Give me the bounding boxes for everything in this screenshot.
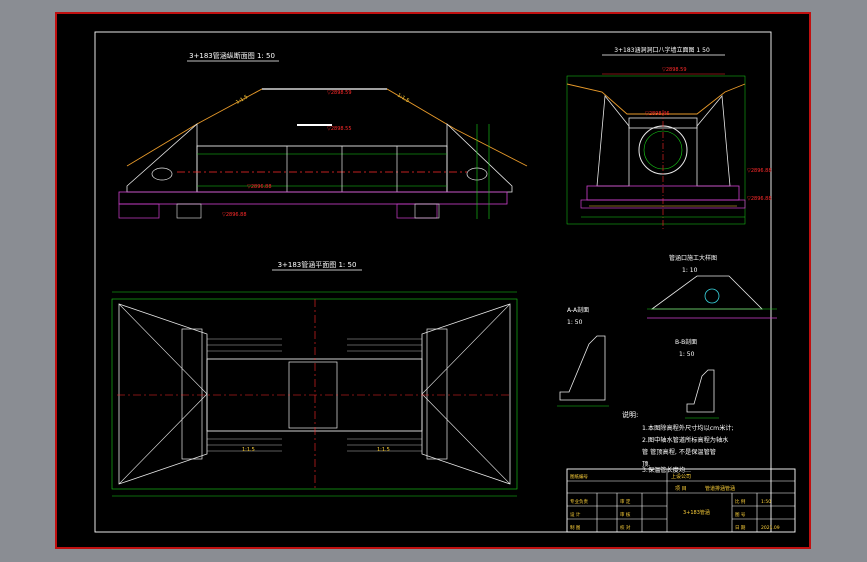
plan-left-wing: [118, 303, 208, 485]
section-aa-scale: 1: 50: [567, 319, 583, 326]
tb-row2-mid: 审 核: [620, 511, 631, 518]
tb-row3-mid: 校 对: [620, 524, 631, 531]
right-footing: [396, 203, 438, 219]
section-aa-title: A-A剖面: [567, 306, 589, 314]
plan-view: 3+183管涵平面图 1: 50: [111, 260, 518, 497]
tb-row1-mid: 审 定: [620, 498, 631, 505]
section-bb-scale: 1: 50: [679, 351, 695, 358]
tb-row3-left: 制 图: [570, 524, 581, 531]
headwall-elevation: 3+183涵洞洞口八字墙立面图 1 50 ▽2898.59: [566, 46, 772, 229]
pipe-detail-pipe: [704, 288, 720, 304]
plan-right-wing-diag-2: [421, 393, 511, 485]
pipe-barrel: [196, 145, 448, 193]
plan-hatch-right: [347, 338, 422, 452]
headwall-left-wing: [596, 94, 630, 187]
tb-project-label: 项 目: [675, 486, 687, 492]
note-line-4: 顶.: [642, 461, 650, 468]
longitudinal-section: 3+183管涵纵断面图 1: 50: [118, 51, 528, 219]
plan-slope-right: 1:1.5: [377, 447, 390, 453]
headwall-title: 3+183涵洞洞口八字墙立面图 1 50: [614, 46, 710, 54]
elev-top-of-fill: ▽2898.59: [327, 90, 352, 96]
tb-row3-right: 日 期: [735, 525, 746, 531]
tb-stamp: 图纸编号: [570, 473, 588, 480]
section-bb: B-B剖面 1: 50: [675, 338, 719, 419]
headwall-footing: [580, 199, 746, 209]
left-cutoff: [176, 203, 202, 219]
notes: 说明: 1.本图除高程外尺寸均以cm米计; 2.图中轴水管道所标高程为轴水 管 …: [622, 410, 734, 474]
plan-outline: [111, 298, 518, 490]
elev-pipe-top: ▽2898.55: [327, 126, 352, 132]
plan-right-wing-diag-1: [421, 303, 511, 395]
section-aa-wall: [559, 335, 606, 401]
tb-row2-right: 图 号: [735, 512, 746, 518]
slope-left: 1:1.5: [235, 94, 249, 106]
left-wing-wall: [126, 123, 198, 193]
plan-title: 3+183管涵平面图 1: 50: [278, 260, 357, 269]
note-line-5: 3.保温管长度均...: [642, 466, 691, 474]
tb-row1-right: 比 例: [735, 498, 746, 505]
tb-row1-value: 1:50: [761, 499, 771, 505]
elev-invert: ▽2896.88: [247, 184, 272, 190]
headwall-elev-top: ▽2898.59: [662, 67, 687, 73]
plan-left-wing-diag-1: [118, 303, 208, 395]
inner-frame: [94, 31, 772, 533]
pipe-detail: 管涵口施工大样图 1: 10: [647, 254, 777, 319]
slope-right: 1:1.5: [396, 93, 410, 105]
headwall-elev-cap: ▽2898.46: [645, 111, 670, 117]
section-bb-title: B-B剖面: [675, 338, 697, 346]
longitudinal-title: 3+183管涵纵断面图 1: 50: [189, 51, 275, 60]
tb-project: 管道排涵管涵: [705, 485, 735, 492]
tb-drawing-name: 3+183管涵: [683, 509, 710, 516]
right-wing-wall: [446, 123, 513, 193]
left-wing-opening: [151, 167, 173, 181]
title-block: 上设公司 项 目 管道排涵管涵 3+183管涵 专业负责 审 定 比 例 1:5…: [566, 468, 796, 533]
plan-hatch-left: [207, 338, 282, 452]
notes-heading: 说明:: [622, 410, 638, 419]
headwall-extents: [566, 75, 746, 225]
note-line-3: 管 管顶高程, 不是保温管管: [642, 448, 716, 456]
plan-right-headwall: [426, 328, 448, 460]
headwall-elev-mid: ▽2896.88: [747, 168, 772, 174]
right-cutoff: [414, 203, 440, 219]
plan-slope-left: 1:1.5: [242, 447, 255, 453]
note-line-2: 2.图中轴水管道所标高程为轴水: [642, 436, 729, 444]
section-bb-wall: [686, 369, 715, 413]
tb-row2-left: 设 计: [570, 511, 581, 518]
pipe-detail-mound: [650, 275, 763, 310]
left-footing: [118, 203, 160, 219]
plan-left-wing-diag-2: [118, 393, 208, 485]
drawing-sheet: 3+183管涵纵断面图 1: 50: [55, 12, 811, 549]
tb-row1-left: 专业负责: [570, 498, 588, 505]
title-block-frame: [566, 468, 796, 533]
pipe-detail-scale: 1: 10: [682, 267, 698, 274]
headwall-ground-line: [566, 83, 746, 115]
cad-drawing: 3+183管涵纵断面图 1: 50: [94, 31, 796, 533]
tb-row3-value: 2021.09: [761, 525, 780, 531]
foundation-slab: [118, 191, 508, 205]
headwall-elev-base: ▽2896.88: [747, 196, 772, 202]
plan-right-wing: [421, 303, 511, 485]
note-line-1: 1.本图除高程外尺寸均以cm米计;: [642, 424, 734, 432]
tb-unit: 上设公司: [671, 473, 691, 480]
plan-left-headwall: [181, 328, 203, 460]
section-aa: A-A剖面 1: 50: [557, 306, 609, 407]
pipe-detail-title: 管涵口施工大样图: [669, 254, 717, 262]
elev-foundation: ▽2896.88: [222, 212, 247, 218]
headwall-right-wing: [696, 94, 731, 187]
